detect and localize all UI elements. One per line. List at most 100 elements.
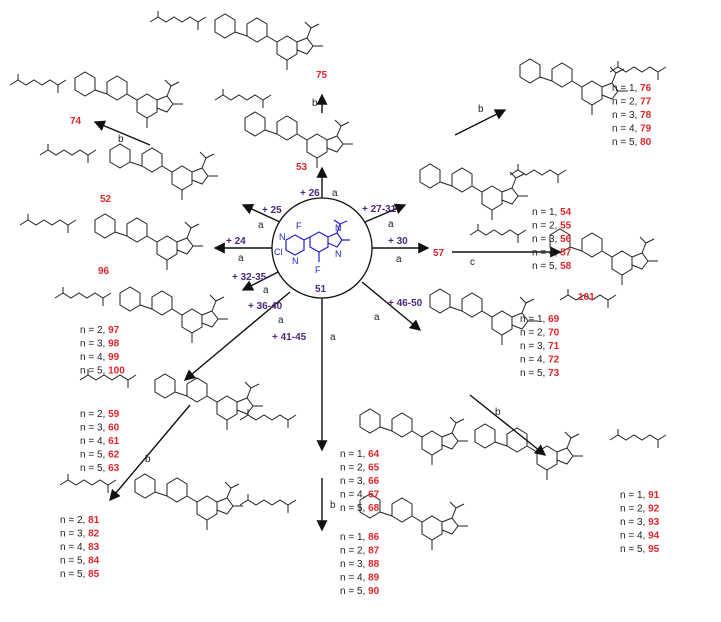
series-entry: n = 3, 98 [80, 339, 120, 350]
series-entry: n = 4, 61 [80, 436, 120, 447]
series-entry: n = 2, 92 [620, 504, 660, 515]
compound-series-s76: n = 1, 76n = 2, 77n = 3, 78n = 4, 79n = … [612, 83, 652, 148]
series-entry: n = 5, 62 [80, 450, 120, 461]
series-entry: n = 2, 81 [60, 515, 100, 526]
n-value: n = 1, [340, 449, 368, 460]
series-entry: n = 4, 67 [340, 490, 380, 501]
compound-51-label: 51 [315, 284, 327, 295]
compound-id: 58 [560, 261, 572, 272]
step-b: b [145, 454, 151, 465]
compound-series-s97: n = 2, 97n = 3, 98n = 4, 99n = 5, 100 [80, 325, 125, 377]
atom-f-top: F [296, 221, 302, 231]
n-value: n = 5, [60, 569, 88, 580]
series-entry: n = 4, 83 [60, 542, 100, 553]
series-entry: n = 1, 69 [520, 314, 560, 325]
compound-id: 71 [548, 341, 560, 352]
compound-id: 59 [108, 409, 120, 420]
series-entry: n = 3, 88 [340, 559, 380, 570]
step-b: b [118, 134, 124, 145]
atom-n4: N [335, 249, 342, 259]
n-value: n = 5, [612, 137, 640, 148]
step-b: b [312, 98, 318, 109]
compound-id: 65 [368, 463, 380, 474]
series-entry: n = 5, 95 [620, 544, 660, 555]
atom-f-bottom: F [315, 265, 321, 275]
n-value: n = 2, [80, 325, 108, 336]
series-entry: n = 1, 86 [340, 532, 380, 543]
series-entry: n = 4, 72 [520, 355, 560, 366]
series-entry: n = 3, 60 [80, 423, 120, 434]
compound-52-label: 52 [100, 194, 112, 205]
n-value: n = 3, [60, 529, 88, 540]
series-entry: n = 5, 80 [612, 137, 652, 148]
n-value: n = 2, [340, 546, 368, 557]
series-entry: n = 3, 71 [520, 341, 560, 352]
compound-id: 80 [640, 137, 652, 148]
step-a: a [278, 315, 284, 326]
n-value: n = 4, [60, 542, 88, 553]
n-value: n = 3, [520, 341, 548, 352]
n-value: n = 3, [80, 339, 108, 350]
n-value: n = 3, [80, 423, 108, 434]
series-entry: n = 1, 64 [340, 449, 380, 460]
series-entry: n = 5, 84 [60, 556, 100, 567]
series-entry: n = 2, 87 [340, 546, 380, 557]
n-value: n = 5, [340, 586, 368, 597]
atom-n2: N [292, 256, 299, 266]
compound-101-label: 101 [578, 292, 595, 303]
compound-id: 92 [648, 504, 660, 515]
reagent-32-35: + 32-35 [232, 272, 267, 283]
series-entry: n = 2, 55 [532, 221, 572, 232]
compound-series-s91: n = 1, 91n = 2, 92n = 3, 93n = 4, 94n = … [620, 490, 660, 555]
n-value: n = 1, [520, 314, 548, 325]
n-value: n = 5, [520, 368, 548, 379]
compound-id: 89 [368, 573, 380, 584]
reagent-25: + 25 [262, 205, 282, 216]
compound-53-label: 53 [296, 162, 308, 173]
compound-series-s69: n = 1, 69 n = 2, 70 n = 3, 71 n = 4, 72 n = … [520, 314, 560, 379]
compound-series-s86: n = 1, 86n = 2, 87n = 3, 88n = 4, 89n = … [340, 532, 380, 597]
compound-id: 84 [88, 556, 100, 567]
compound-id: 77 [640, 97, 652, 108]
step-a: a [330, 332, 336, 343]
compound-id: 70 [548, 328, 560, 339]
n-value: n = 4, [620, 531, 648, 542]
series-entry: n = 5, 73 [520, 368, 560, 379]
compound-id: 97 [108, 325, 120, 336]
step-a: a [374, 312, 380, 323]
compound-id: 73 [548, 368, 560, 379]
n-value: n = 3, [340, 476, 368, 487]
n-value: n = 1, [340, 532, 368, 543]
compound-series-s54: n = 1, 54n = 2, 55n = 3, 56n = 4, 57n = … [532, 207, 572, 272]
series-entry: n = 2, 70 [520, 328, 560, 339]
n-value: n = 4, [80, 352, 108, 363]
series-entry: n = 5, 85 [60, 569, 100, 580]
starting-material-51: F Cl N N N N F 51 [271, 197, 373, 299]
n-value: n = 2, [620, 504, 648, 515]
compound-id: 64 [368, 449, 380, 460]
compound-id: 54 [560, 207, 572, 218]
n-value: n = 4, [532, 248, 560, 259]
n-value: n = 5, [620, 544, 648, 555]
reagent-26: + 26 [300, 188, 320, 199]
series-entry: n = 5, 90 [340, 586, 380, 597]
compound-id: 90 [368, 586, 380, 597]
n-value: n = 3, [340, 559, 368, 570]
compound-id: 62 [108, 450, 120, 461]
n-value: n = 3, [612, 110, 640, 121]
compound-series-s59: n = 2, 59n = 3, 60n = 4, 61n = 5, 62n = … [80, 409, 120, 474]
compound-id: 69 [548, 314, 560, 325]
compound-id: 99 [108, 352, 120, 363]
n-value: n = 4, [80, 436, 108, 447]
atom-n3: N [335, 223, 342, 233]
n-value: n = 5, [80, 463, 108, 474]
series-entry: n = 3, 78 [612, 110, 652, 121]
n-value: n = 4, [612, 124, 640, 135]
molecule-52 [39, 143, 219, 201]
series-entry: n = 3, 56 [532, 234, 572, 245]
compound-id: 81 [88, 515, 100, 526]
series-entry: n = 4, 99 [80, 352, 120, 363]
n-value: n = 1, [612, 83, 640, 94]
n-value: n = 1, [532, 207, 560, 218]
